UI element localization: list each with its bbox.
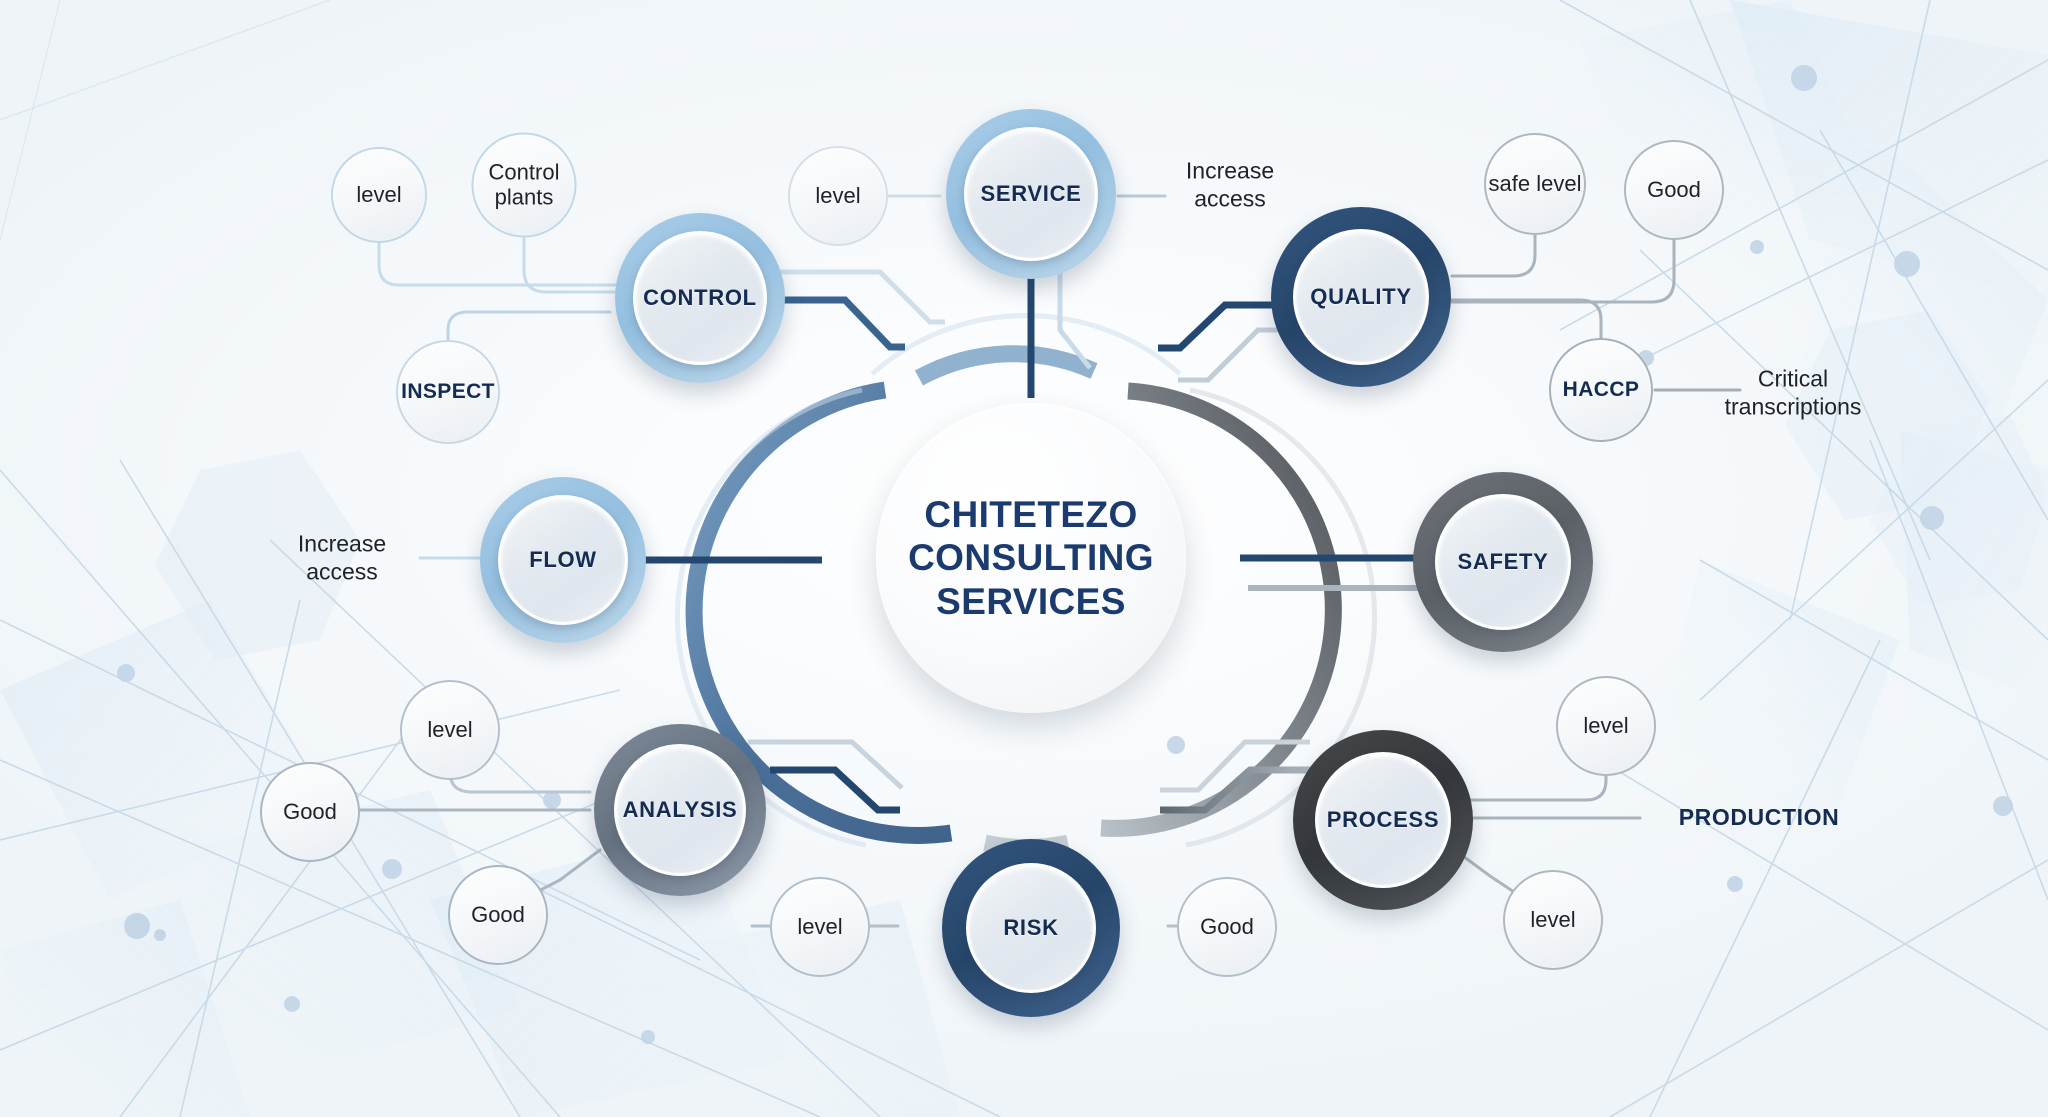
safety-core: SAFETY (1435, 494, 1571, 630)
satellite-label: Good (1200, 913, 1254, 939)
satellite-analysis-good-2[interactable]: Good (448, 865, 548, 965)
satellite-control-plants[interactable]: Control plants (471, 132, 577, 238)
flow-core: FLOW (498, 495, 628, 625)
satellite-quality-safe-level[interactable]: safe level (1484, 133, 1586, 235)
satellite-label: level (1583, 712, 1629, 738)
satellite-analysis-level[interactable]: level (400, 680, 500, 780)
satellite-process-production: PRODUCTION (1678, 804, 1840, 831)
satellite-label: Good (283, 798, 337, 824)
spoke-label-control: CONTROL (643, 285, 757, 310)
spoke-node-safety[interactable]: SAFETY (1413, 472, 1593, 652)
satellite-label: level (356, 181, 402, 207)
satellite-flow-increase-access: Increase access (297, 530, 387, 584)
satellite-service-increase-access: Increase access (1185, 157, 1275, 211)
spoke-label-safety: SAFETY (1457, 549, 1549, 574)
satellite-label: level (797, 913, 843, 939)
spoke-label-service: SERVICE (980, 181, 1082, 206)
satellite-risk-good[interactable]: Good (1177, 877, 1277, 977)
satellite-haccp-critical-transcriptions: Critical transcriptions (1724, 365, 1862, 419)
satellite-label: Control plants (488, 159, 560, 209)
spoke-node-quality[interactable]: QUALITY (1271, 207, 1451, 387)
satellite-label: HACCP (1562, 378, 1640, 402)
satellite-control-level[interactable]: level (331, 147, 427, 243)
spoke-label-flow: FLOW (529, 547, 597, 572)
service-core: SERVICE (964, 127, 1098, 261)
spoke-label-quality: QUALITY (1310, 284, 1412, 309)
satellite-analysis-good-1[interactable]: Good (260, 762, 360, 862)
satellite-label: Good (471, 901, 525, 927)
spoke-node-risk[interactable]: RISK (942, 839, 1120, 1017)
satellite-label: level (1530, 906, 1576, 932)
analysis-core: ANALYSIS (614, 744, 746, 876)
process-core: PROCESS (1315, 752, 1451, 888)
satellite-quality-good[interactable]: Good (1624, 140, 1724, 240)
quality-core: QUALITY (1293, 229, 1429, 365)
risk-core: RISK (966, 863, 1096, 993)
spoke-node-control[interactable]: CONTROL (615, 213, 785, 383)
satellite-risk-level[interactable]: level (770, 877, 870, 977)
spoke-label-risk: RISK (1003, 915, 1059, 940)
satellite-process-level-bottom[interactable]: level (1503, 870, 1603, 970)
satellite-quality-haccp[interactable]: HACCP (1549, 338, 1653, 442)
spoke-label-process: PROCESS (1326, 807, 1440, 832)
satellite-label: safe level (1488, 170, 1582, 196)
control-core: CONTROL (633, 231, 767, 365)
satellite-control-inspect[interactable]: INSPECT (396, 340, 500, 444)
spoke-node-service[interactable]: SERVICE (946, 109, 1116, 279)
satellite-service-level[interactable]: level (788, 146, 888, 246)
satellite-label: level (427, 716, 473, 742)
spoke-node-analysis[interactable]: ANALYSIS (594, 724, 766, 896)
satellite-label: level (815, 182, 861, 208)
satellite-label: Good (1647, 176, 1701, 202)
satellite-label: INSPECT (401, 380, 495, 404)
satellite-process-level-top[interactable]: level (1556, 676, 1656, 776)
spoke-node-flow[interactable]: FLOW (480, 477, 646, 643)
spoke-label-analysis: ANALYSIS (622, 797, 738, 822)
spoke-node-process[interactable]: PROCESS (1293, 730, 1473, 910)
